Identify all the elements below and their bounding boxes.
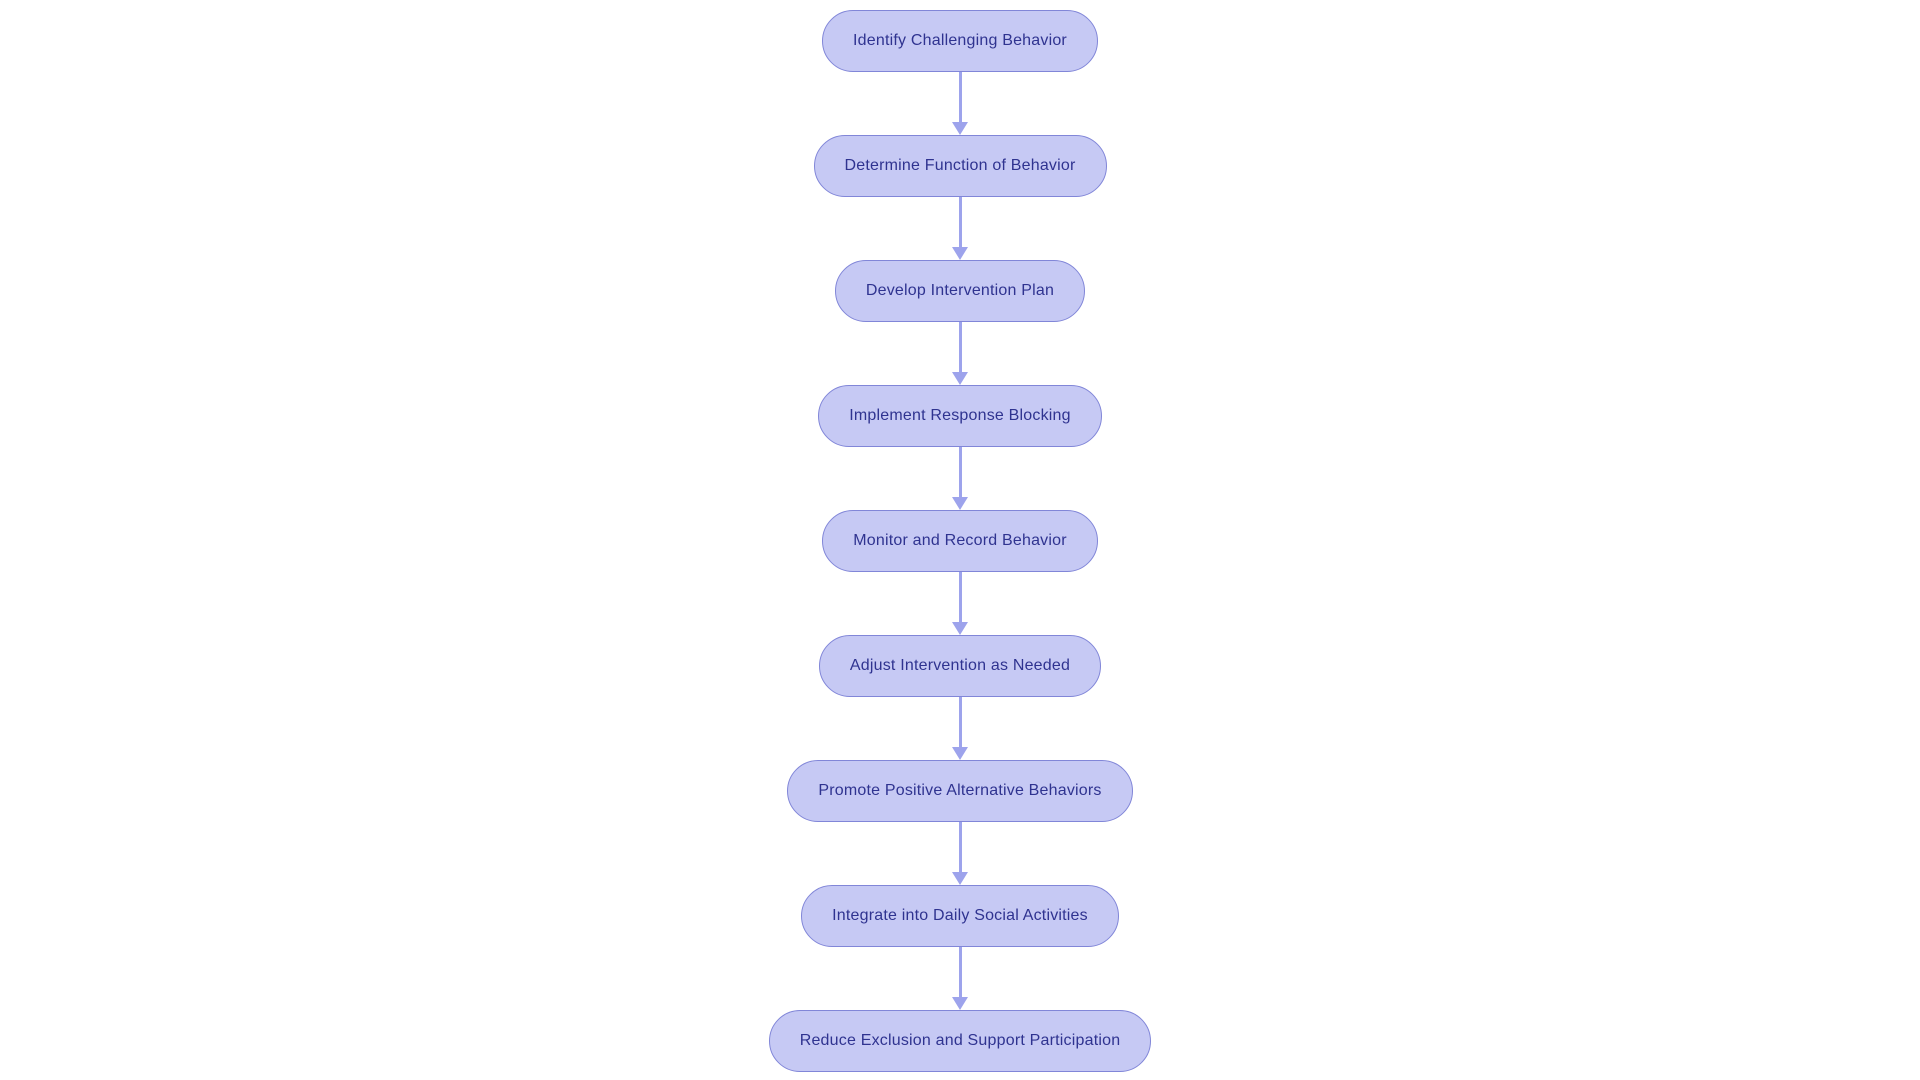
flowchart-node-adjust-intervention-as-needed: Adjust Intervention as Needed bbox=[818, 635, 1102, 697]
flowchart-node-determine-function-of-behavior: Determine Function of Behavior bbox=[813, 135, 1107, 197]
arrow-connector bbox=[952, 947, 968, 1010]
arrow-connector bbox=[952, 697, 968, 760]
arrow-head-icon bbox=[952, 622, 968, 635]
arrow-head-icon bbox=[952, 497, 968, 510]
node-label: Develop Intervention Plan bbox=[865, 282, 1055, 299]
node-label: Adjust Intervention as Needed bbox=[849, 657, 1071, 674]
arrow-connector bbox=[952, 72, 968, 135]
arrow-connector bbox=[952, 197, 968, 260]
node-label: Implement Response Blocking bbox=[849, 407, 1071, 424]
arrow-head-icon bbox=[952, 872, 968, 885]
arrow-connector bbox=[952, 447, 968, 510]
node-label: Identify Challenging Behavior bbox=[853, 32, 1067, 49]
arrow-connector bbox=[952, 572, 968, 635]
node-label: Promote Positive Alternative Behaviors bbox=[818, 782, 1102, 799]
flowchart-node-reduce-exclusion-and-support-participation: Reduce Exclusion and Support Participati… bbox=[768, 1010, 1152, 1072]
arrow-line bbox=[958, 447, 962, 497]
arrow-head-icon bbox=[952, 247, 968, 260]
arrow-head-icon bbox=[952, 747, 968, 760]
flowchart-node-promote-positive-alternative-behaviors: Promote Positive Alternative Behaviors bbox=[787, 760, 1133, 822]
arrow-line bbox=[958, 72, 962, 122]
node-label: Reduce Exclusion and Support Participati… bbox=[799, 1032, 1121, 1049]
node-label: Integrate into Daily Social Activities bbox=[832, 907, 1088, 924]
arrow-line bbox=[958, 822, 962, 872]
node-label: Monitor and Record Behavior bbox=[853, 532, 1067, 549]
arrow-head-icon bbox=[952, 997, 968, 1010]
flowchart-node-develop-intervention-plan: Develop Intervention Plan bbox=[834, 260, 1086, 322]
arrow-line bbox=[958, 572, 962, 622]
arrow-head-icon bbox=[952, 122, 968, 135]
arrow-line bbox=[958, 947, 962, 997]
flowchart-node-identify-challenging-behavior: Identify Challenging Behavior bbox=[822, 10, 1098, 72]
node-label: Determine Function of Behavior bbox=[844, 157, 1076, 174]
arrow-connector bbox=[952, 322, 968, 385]
arrow-line bbox=[958, 197, 962, 247]
flowchart-node-monitor-and-record-behavior: Monitor and Record Behavior bbox=[822, 510, 1098, 572]
arrow-connector bbox=[952, 822, 968, 885]
arrow-line bbox=[958, 697, 962, 747]
arrow-head-icon bbox=[952, 372, 968, 385]
flowchart-node-implement-response-blocking: Implement Response Blocking bbox=[818, 385, 1102, 447]
flowchart-node-integrate-into-daily-social-activities: Integrate into Daily Social Activities bbox=[801, 885, 1119, 947]
arrow-line bbox=[958, 322, 962, 372]
